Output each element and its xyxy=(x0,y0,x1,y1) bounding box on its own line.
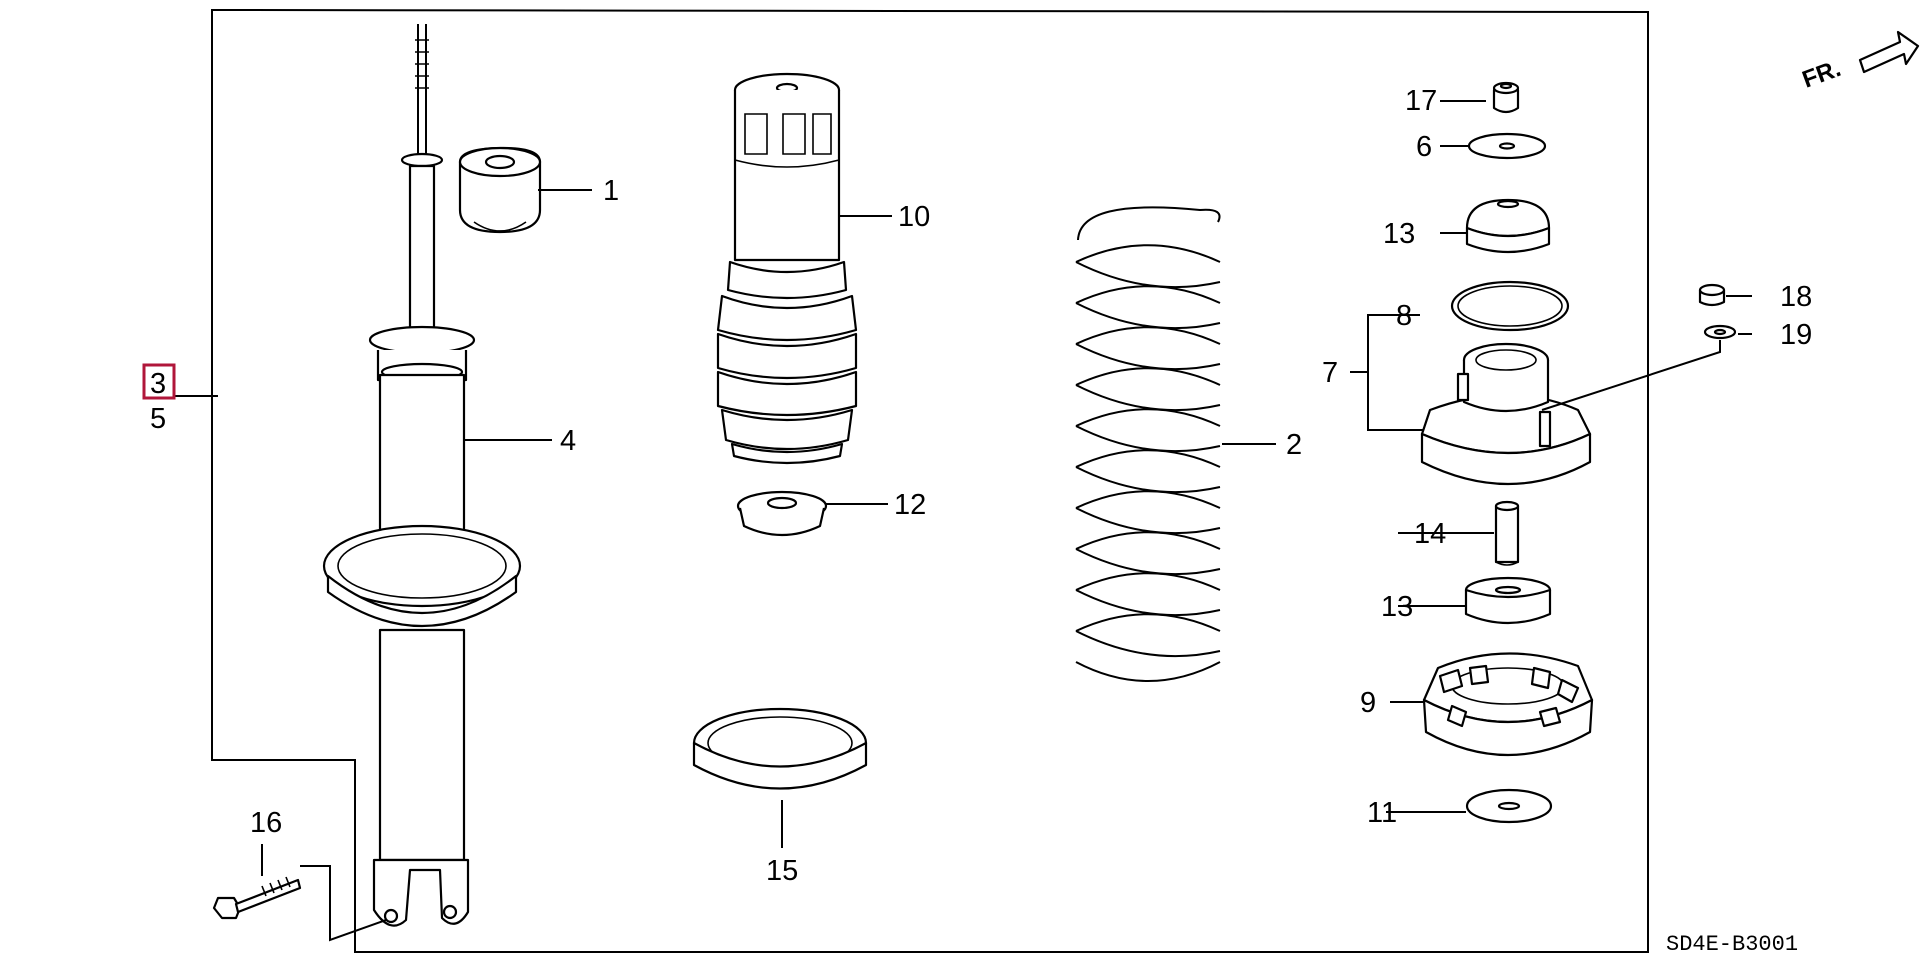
dust-boot[interactable] xyxy=(716,72,858,465)
front-direction-arrow-icon xyxy=(1858,30,1920,74)
spring-coil-front xyxy=(1075,466,1221,494)
callout-16[interactable]: 16 xyxy=(250,807,282,839)
spring-coil-front xyxy=(1075,343,1221,371)
callout-6[interactable]: 6 xyxy=(1416,131,1432,163)
spring-coil-front xyxy=(1075,261,1221,289)
callout-14[interactable]: 14 xyxy=(1414,518,1446,550)
shock-absorber[interactable] xyxy=(322,24,522,927)
bump-stop[interactable] xyxy=(458,146,542,234)
spring-coil-front xyxy=(1075,384,1221,412)
upper-mount-base[interactable] xyxy=(1420,342,1592,486)
coil-spring[interactable] xyxy=(1075,206,1221,682)
spring-coil-front xyxy=(1075,589,1221,617)
callout-11[interactable]: 11 xyxy=(1367,797,1397,829)
spring-coil-bottom xyxy=(1075,661,1221,682)
callout-labels: 1 2 4 6 7 8 9 10 11 12 13 13 14 15 16 17… xyxy=(250,85,1812,887)
lower-washer[interactable] xyxy=(1465,788,1553,824)
mount-rubber-upper[interactable] xyxy=(1465,198,1551,254)
spring-seat-rubber[interactable] xyxy=(692,707,868,790)
spring-coil-front xyxy=(1075,548,1221,576)
spring-coil-back xyxy=(1075,572,1221,591)
stopper-cap[interactable] xyxy=(736,490,828,537)
callout-17[interactable]: 17 xyxy=(1405,85,1437,117)
callout-4[interactable]: 4 xyxy=(560,425,576,457)
spring-coil-front xyxy=(1075,630,1221,658)
mounting-bolt[interactable] xyxy=(212,876,302,920)
spring-coil-back xyxy=(1075,408,1221,427)
spring-coil-back xyxy=(1075,285,1221,304)
diagram-code: SD4E-B3001 xyxy=(1666,932,1798,957)
callout-3-selected[interactable]: 3 xyxy=(150,368,166,400)
diagram-frame xyxy=(211,9,1649,953)
leader-lines xyxy=(261,100,1752,942)
callout-1[interactable]: 1 xyxy=(603,175,619,207)
callout-8[interactable]: 8 xyxy=(1396,300,1412,332)
selected-part-highlight xyxy=(142,363,176,400)
callout-13-lower[interactable]: 13 xyxy=(1381,591,1413,623)
callout-13-upper[interactable]: 13 xyxy=(1383,218,1415,250)
callout-15[interactable]: 15 xyxy=(766,855,798,887)
assembly-callouts: 3 5 xyxy=(142,363,176,435)
o-ring[interactable] xyxy=(1450,280,1570,332)
spring-coil-back xyxy=(1075,367,1221,386)
callout-19[interactable]: 19 xyxy=(1780,319,1812,351)
mount-rubber-lower[interactable] xyxy=(1464,576,1552,625)
callout-18[interactable]: 18 xyxy=(1780,281,1812,313)
callout-12[interactable]: 12 xyxy=(894,489,926,521)
spring-coil-back xyxy=(1075,531,1221,550)
spring-coil-back xyxy=(1075,490,1221,509)
washer[interactable] xyxy=(1467,132,1547,160)
flange-nut[interactable] xyxy=(1698,283,1726,307)
front-direction-label: FR. xyxy=(1799,55,1845,94)
spring-coil-back xyxy=(1075,449,1221,468)
self-locking-nut[interactable] xyxy=(1492,81,1520,114)
collar[interactable] xyxy=(1494,500,1520,566)
spring-coil-back xyxy=(1075,326,1221,345)
spring-coil-front xyxy=(1075,425,1221,453)
spring-coil-front xyxy=(1075,302,1221,330)
spring-coil-front xyxy=(1075,507,1221,535)
spring-coil-back xyxy=(1075,244,1221,263)
callout-10[interactable]: 10 xyxy=(898,201,930,233)
small-washer[interactable] xyxy=(1703,324,1737,340)
callout-2[interactable]: 2 xyxy=(1286,429,1302,461)
callout-7[interactable]: 7 xyxy=(1322,357,1338,389)
spring-coil-back xyxy=(1075,613,1221,632)
callout-9[interactable]: 9 xyxy=(1360,687,1376,719)
callout-5[interactable]: 5 xyxy=(150,403,166,435)
stopper-plate[interactable] xyxy=(1422,652,1594,757)
